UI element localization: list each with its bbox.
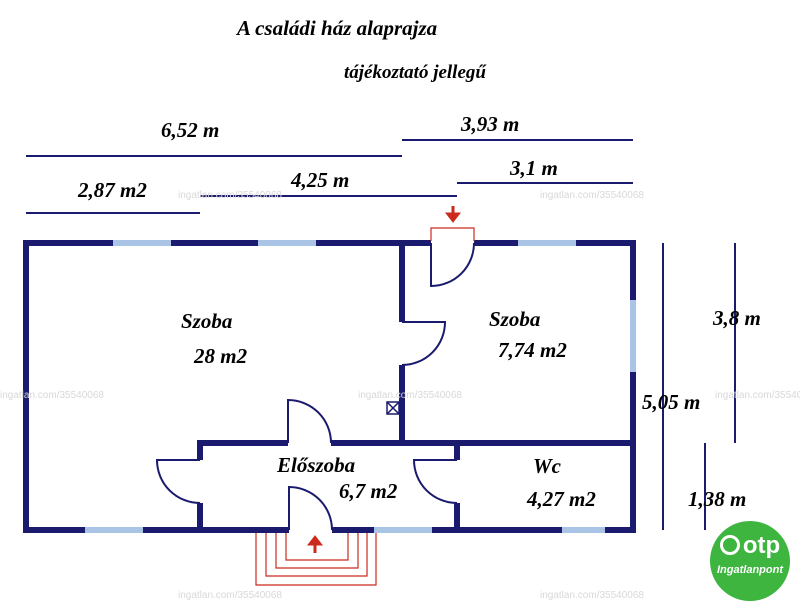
logo-ring-icon bbox=[719, 535, 740, 555]
door-wc bbox=[412, 459, 458, 504]
page-subtitle: tájékoztató jellegű bbox=[344, 62, 486, 83]
vent-box-diagonal-2 bbox=[386, 401, 400, 415]
door-between-rooms bbox=[401, 321, 447, 366]
arrow-down-icon bbox=[444, 212, 462, 223]
wc-name: Wc bbox=[533, 454, 561, 478]
step-middle bbox=[265, 530, 368, 577]
vent-box bbox=[386, 401, 400, 415]
watermark-6: ingatlan.com/35540068 bbox=[178, 590, 282, 601]
watermark-1: ingatlan.com/35540068 bbox=[178, 190, 282, 201]
room-large-area: 28 m2 bbox=[194, 344, 248, 368]
windows bbox=[85, 240, 636, 533]
watermark-5: ingatlan.com/35540068 bbox=[715, 390, 800, 401]
watermark-4: ingatlan.com/35540068 bbox=[358, 390, 462, 401]
watermark-3: ingatlan.com/35540068 bbox=[0, 390, 104, 401]
door-entrance bbox=[288, 485, 333, 531]
hall-name: Előszoba bbox=[277, 453, 356, 477]
watermark-7: ingatlan.com/35540068 bbox=[540, 590, 644, 601]
step-top bbox=[285, 530, 349, 561]
logo-brand: otp bbox=[710, 534, 790, 558]
door-frame-marker bbox=[430, 227, 475, 241]
otp-ingatlanpont-logo: otp Ingatlanpont bbox=[710, 521, 790, 601]
dim-label-right-small: 3,1 m bbox=[510, 156, 558, 180]
wc-area: 4,27 m2 bbox=[527, 487, 596, 511]
logo-brand-text: otp bbox=[742, 532, 781, 559]
hall-area: 6,7 m2 bbox=[339, 479, 398, 503]
page-title: A családi ház alaprajza bbox=[237, 16, 438, 40]
dim-label-height-total: 5,05 m bbox=[642, 390, 701, 414]
arrow-up-icon bbox=[306, 535, 324, 546]
logo-sub: Ingatlanpont bbox=[717, 564, 783, 576]
room-small-name: Szoba bbox=[489, 307, 541, 331]
dim-label-width-total: 6,52 m bbox=[161, 118, 220, 142]
door-hall-left bbox=[155, 459, 201, 504]
entry-arrows bbox=[306, 206, 462, 553]
watermark-2: ingatlan.com/35540068 bbox=[540, 190, 644, 201]
room-small-area: 7,74 m2 bbox=[498, 338, 567, 362]
room-large-name: Szoba bbox=[181, 309, 233, 333]
door-hall-top bbox=[287, 398, 332, 444]
dimension-lines bbox=[26, 139, 736, 530]
dim-label-height-lower: 1,38 m bbox=[688, 487, 747, 511]
dim-label-middle: 4,25 m bbox=[291, 168, 350, 192]
dim-label-height-upper: 3,8 m bbox=[713, 306, 761, 330]
entrance-steps bbox=[255, 530, 377, 586]
step-outer bbox=[255, 530, 377, 586]
doors bbox=[155, 242, 475, 531]
step-inner bbox=[275, 530, 359, 569]
dim-label-width-right: 3,93 m bbox=[461, 112, 520, 136]
dim-label-left-small: 2,87 m2 bbox=[78, 178, 147, 202]
door-small-room bbox=[430, 242, 475, 288]
door-openings bbox=[196, 239, 474, 534]
